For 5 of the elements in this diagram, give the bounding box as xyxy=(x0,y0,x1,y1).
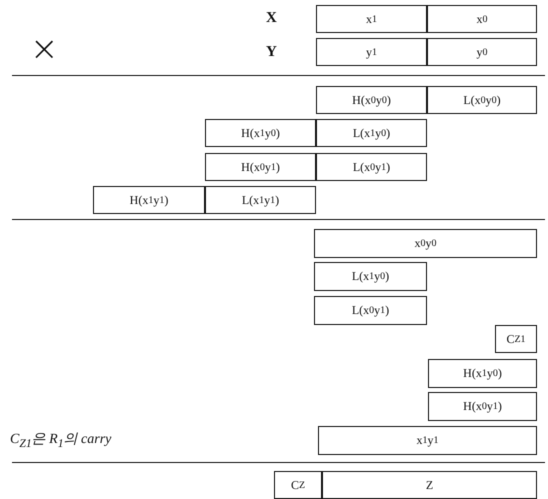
note-text: C$_{Z1}$은 R$_{1}$의 carry xyxy=(10,431,112,450)
multiply-sign: × xyxy=(30,32,58,66)
register-name: Y xyxy=(266,44,277,61)
register-box: Z xyxy=(322,471,537,499)
register-name: X xyxy=(266,10,277,27)
